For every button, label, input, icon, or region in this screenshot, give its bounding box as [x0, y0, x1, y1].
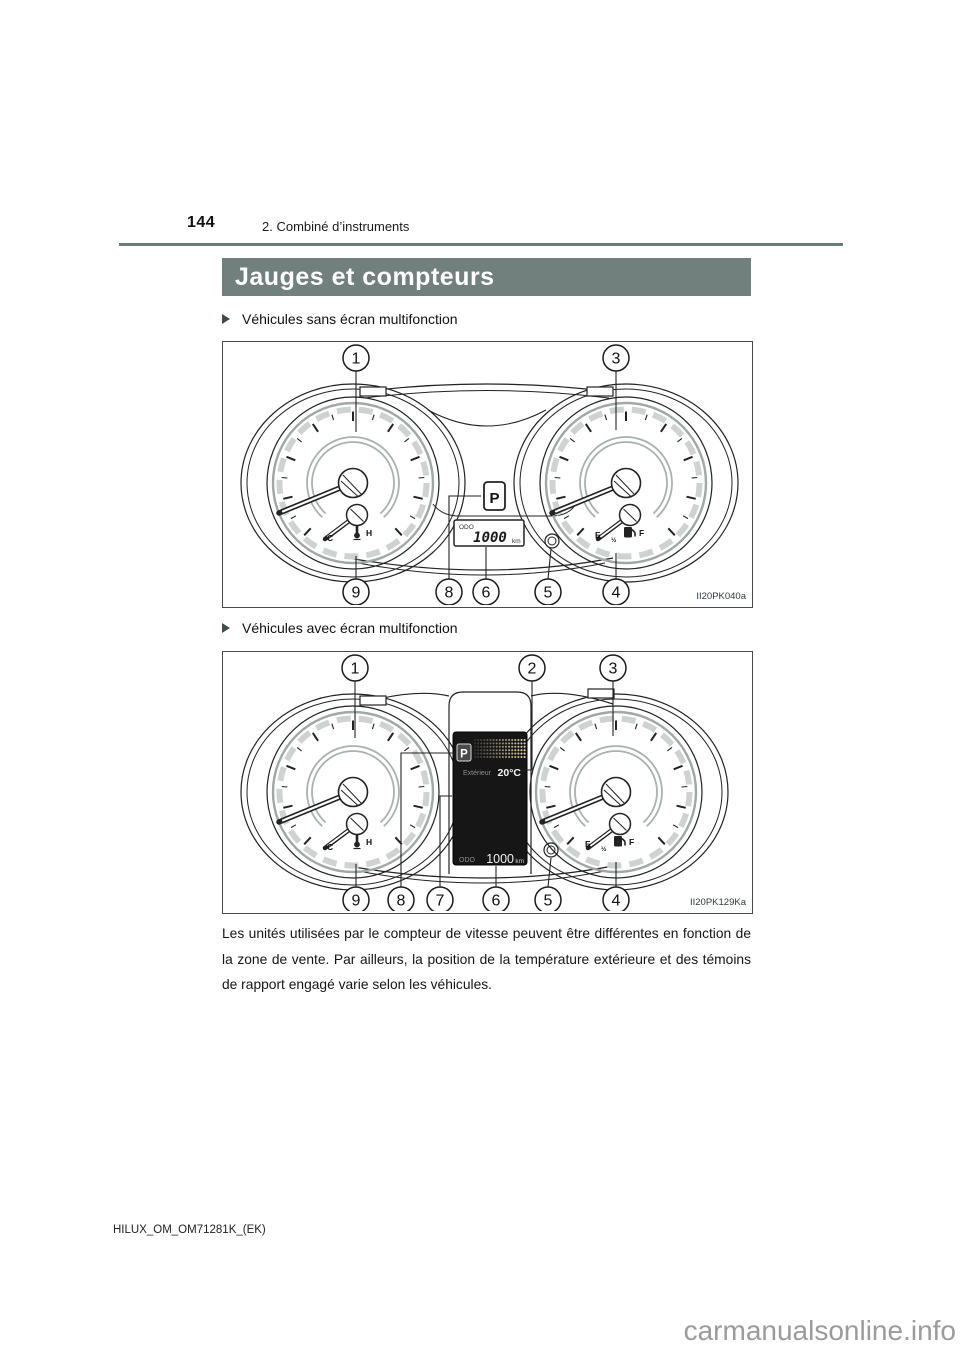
fuel-gauge-labels: E ½ F [595, 526, 644, 544]
callout-2: 2 [518, 654, 546, 682]
callout-5: 5 [534, 886, 562, 911]
trip-knob-tab [359, 386, 387, 397]
svg-text:3: 3 [609, 661, 618, 678]
mfd-odo-unit: km [515, 858, 524, 865]
svg-text:8: 8 [397, 893, 406, 910]
mfd-bar-graph [473, 738, 526, 759]
trip-knob-tab [587, 688, 615, 699]
callout-5: 5 [534, 578, 562, 605]
svg-text:P: P [489, 490, 499, 507]
svg-text:1: 1 [351, 661, 360, 678]
svg-text:7: 7 [436, 893, 445, 910]
svg-text:½: ½ [611, 536, 617, 544]
callout-9: 9 [342, 886, 370, 911]
temp-gauge-labels: C H [327, 832, 372, 852]
document-code: HILUX_OM_OM71281K_(EK) [113, 1224, 266, 1236]
subheading-label: Véhicules sans écran multifonction [242, 311, 458, 327]
section-title-bar: Jauges et compteurs [222, 258, 751, 296]
svg-text:1000: 1000 [473, 530, 507, 546]
callout-7: 7 [426, 886, 454, 911]
svg-text:C: C [327, 842, 333, 852]
chapter-header: 2. Combiné d’instruments [262, 219, 410, 234]
callout-9: 9 [342, 578, 370, 605]
section-title: Jauges et compteurs [235, 262, 495, 291]
mfd-gear-indicator-box [456, 743, 472, 762]
odometer-display: ODO 1000 km [453, 519, 525, 547]
svg-text:3: 3 [612, 351, 621, 368]
fuel-gauge-labels: E ½ F [585, 835, 634, 853]
svg-text:5: 5 [544, 585, 553, 602]
svg-text:½: ½ [601, 845, 607, 853]
svg-text:4: 4 [612, 585, 621, 602]
svg-text:4: 4 [612, 893, 621, 910]
callout-3: 3 [602, 344, 630, 372]
cluster-illustration-1: C H E ½ F P ODO 1000 km [240, 344, 747, 605]
leader-lines [354, 681, 617, 888]
triangle-bullet-icon [222, 314, 230, 324]
meter-reset-knob [543, 842, 559, 858]
svg-text:F: F [629, 837, 634, 847]
subheading-label: Véhicules avec écran multifonction [242, 620, 458, 636]
outside-temp-label: Extérieur [463, 770, 492, 777]
trip-knob-tab [586, 386, 614, 397]
triangle-bullet-icon [222, 623, 230, 633]
figure-code: II20PK129Ka [690, 897, 747, 908]
callout-1: 1 [341, 654, 369, 682]
subheading-without-mfd: Véhicules sans écran multifonction [222, 311, 458, 327]
tachometer [267, 397, 439, 569]
temp-gauge-labels: C H [327, 523, 372, 543]
svg-text:H: H [366, 528, 372, 538]
svg-text:9: 9 [352, 585, 361, 602]
mfd-screen [452, 731, 528, 866]
svg-text:C: C [327, 533, 333, 543]
svg-text:F: F [639, 528, 644, 538]
cluster-outline [240, 383, 739, 583]
callout-6: 6 [472, 578, 500, 605]
callout-4: 4 [602, 578, 630, 605]
svg-text:5: 5 [544, 893, 553, 910]
outside-temp-value: 20°C [498, 767, 522, 779]
callout-4: 4 [602, 886, 630, 911]
callout-1: 1 [342, 344, 370, 372]
svg-text:1: 1 [352, 351, 361, 368]
callout-6: 6 [482, 886, 510, 911]
mfd-odo-value: 1000 [486, 852, 514, 866]
gear-position-indicator: P [483, 481, 506, 511]
svg-text:8: 8 [445, 585, 454, 602]
figure-cluster-without-mfd: C H E ½ F P ODO 1000 km [222, 341, 753, 608]
svg-text:9: 9 [352, 893, 361, 910]
svg-text:km: km [512, 538, 521, 545]
trip-knob-tab [359, 695, 387, 706]
svg-text:H: H [366, 837, 372, 847]
watermark: carmanualsonline.info [683, 1315, 956, 1346]
leader-lines [355, 371, 617, 580]
figure-code: II20PK040a [696, 591, 746, 602]
multifunction-display: P Extérieur 20°C ODO 1000 km [448, 691, 532, 874]
callout-3: 3 [599, 654, 627, 682]
svg-text:6: 6 [492, 893, 501, 910]
cluster-illustration-2: C H E ½ F P Extérieur 20°C ODO [240, 654, 747, 911]
header-rule [119, 243, 843, 246]
svg-text:6: 6 [482, 585, 491, 602]
figure-cluster-with-mfd: C H E ½ F P Extérieur 20°C ODO [222, 651, 753, 914]
svg-text:ODO: ODO [459, 524, 474, 531]
svg-text:E: E [585, 839, 591, 849]
tachometer [267, 706, 439, 878]
speedometer [530, 706, 702, 878]
svg-text:2: 2 [528, 661, 537, 678]
body-paragraph: Les unités utilisées par le compteur de … [222, 926, 751, 992]
speedometer [540, 397, 712, 569]
page-number: 144 [187, 214, 216, 231]
subheading-with-mfd: Véhicules avec écran multifonction [222, 620, 458, 636]
callout-8: 8 [435, 578, 463, 605]
callout-8: 8 [387, 886, 415, 911]
mfd-gear-indicator: P [460, 749, 468, 761]
svg-text:E: E [595, 530, 601, 540]
mfd-odo-label: ODO [459, 857, 476, 864]
meter-reset-knob [544, 533, 560, 549]
